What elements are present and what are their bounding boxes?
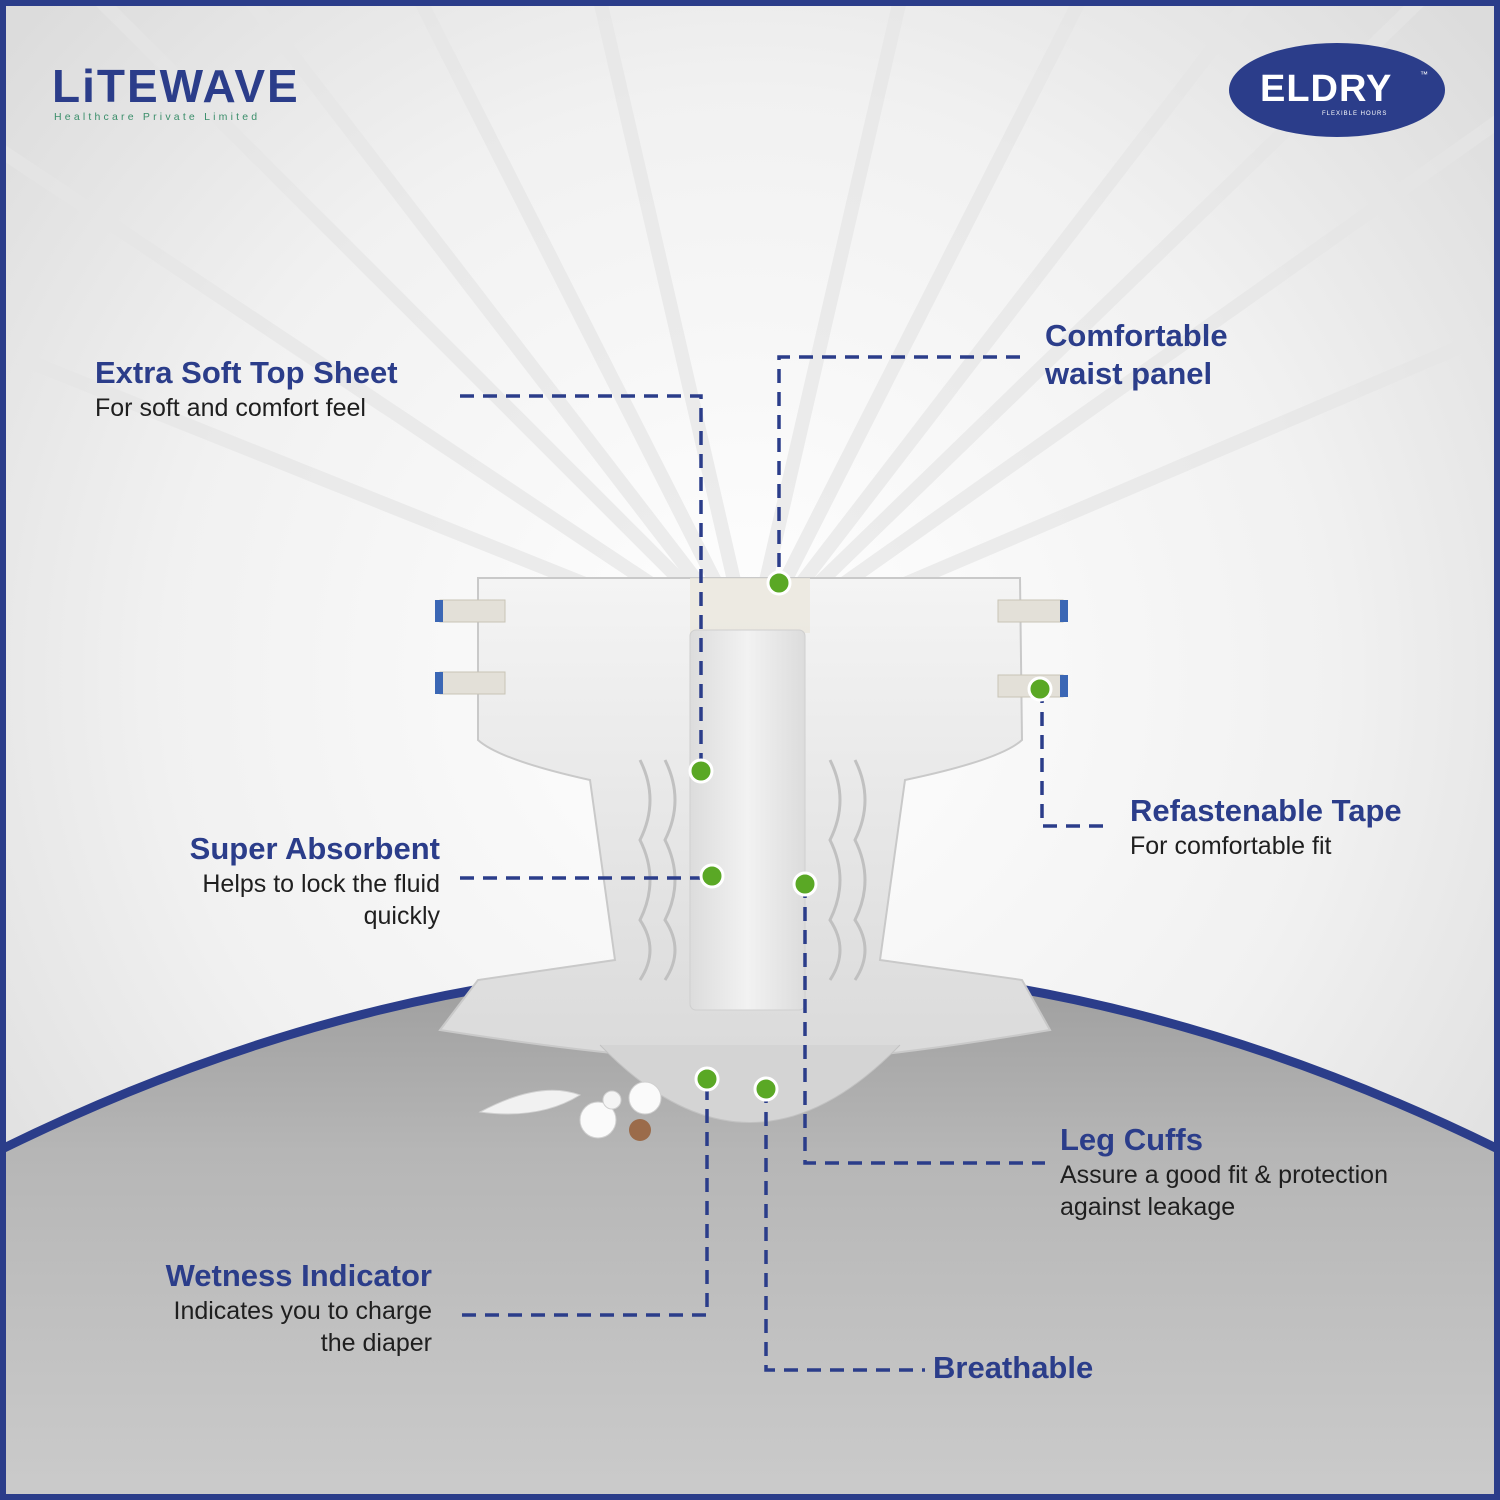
feature-leg-cuffs-title: Leg Cuffs bbox=[1060, 1122, 1203, 1157]
feature-top-sheet-desc: For soft and comfort feel bbox=[95, 394, 366, 422]
feature-waist-panel: Comfortable waist panel bbox=[1045, 317, 1228, 393]
feature-absorbent-desc-line2: quickly bbox=[363, 902, 440, 930]
feature-tape-title: Refastenable Tape bbox=[1130, 793, 1402, 828]
feature-waist-panel-title-line1: Comfortable bbox=[1045, 318, 1228, 353]
marker-top-sheet bbox=[688, 758, 714, 784]
eldry-logo-badge bbox=[1229, 43, 1445, 137]
feature-leg-cuffs: Leg Cuffs Assure a good fit & protection… bbox=[1060, 1121, 1388, 1223]
feature-absorbent-title: Super Absorbent bbox=[189, 831, 440, 866]
litewave-logo: LiTEWAVE Healthcare Private Limited bbox=[52, 62, 300, 124]
marker-leg-cuffs bbox=[792, 871, 818, 897]
feature-wetness: Wetness Indicator Indicates you to charg… bbox=[100, 1257, 432, 1359]
feature-tape: Refastenable Tape For comfortable fit bbox=[1130, 792, 1402, 862]
feature-wetness-desc-line1: Indicates you to charge bbox=[173, 1297, 433, 1325]
feature-top-sheet: Extra Soft Top Sheet For soft and comfor… bbox=[95, 354, 398, 424]
eldry-logo-trademark: ™ bbox=[1420, 70, 1428, 79]
marker-waist-panel bbox=[766, 570, 792, 596]
litewave-logo-subtitle: Healthcare Private Limited bbox=[54, 111, 261, 123]
feature-waist-panel-title-line2: waist panel bbox=[1045, 356, 1213, 391]
feature-wetness-title: Wetness Indicator bbox=[165, 1258, 432, 1293]
litewave-logo-name: LiTEWAVE bbox=[52, 60, 300, 112]
eldry-logo-name: ELDRY bbox=[1260, 68, 1393, 110]
eldry-logo: ELDRY ™ FLEXIBLE HOURS bbox=[1228, 42, 1446, 138]
feature-leg-cuffs-desc-line1: Assure a good fit & protection bbox=[1060, 1161, 1388, 1189]
light-rays bbox=[0, 0, 1500, 657]
marker-breathable bbox=[753, 1076, 779, 1102]
feature-markers bbox=[688, 570, 1053, 1102]
feature-top-sheet-title: Extra Soft Top Sheet bbox=[95, 355, 398, 390]
feature-wetness-desc-line2: the diaper bbox=[320, 1329, 432, 1357]
feature-breathable: Breathable bbox=[933, 1349, 1093, 1387]
feature-leg-cuffs-desc-line2: against leakage bbox=[1060, 1193, 1236, 1221]
cotton-feather-decoration bbox=[478, 1081, 662, 1141]
marker-tape bbox=[1027, 676, 1053, 702]
marker-wetness bbox=[694, 1066, 720, 1092]
leader-lines bbox=[460, 355, 1107, 1372]
marker-absorbent bbox=[699, 863, 725, 889]
diaper-illustration bbox=[435, 577, 1068, 1123]
eldry-logo-tagline: FLEXIBLE HOURS bbox=[1322, 111, 1388, 117]
feature-tape-desc: For comfortable fit bbox=[1130, 832, 1332, 860]
floor bbox=[0, 965, 1500, 1500]
feature-absorbent-desc-line1: Helps to lock the fluid bbox=[202, 870, 440, 898]
feature-absorbent: Super Absorbent Helps to lock the fluid … bbox=[140, 830, 440, 932]
feature-breathable-title: Breathable bbox=[933, 1350, 1094, 1385]
